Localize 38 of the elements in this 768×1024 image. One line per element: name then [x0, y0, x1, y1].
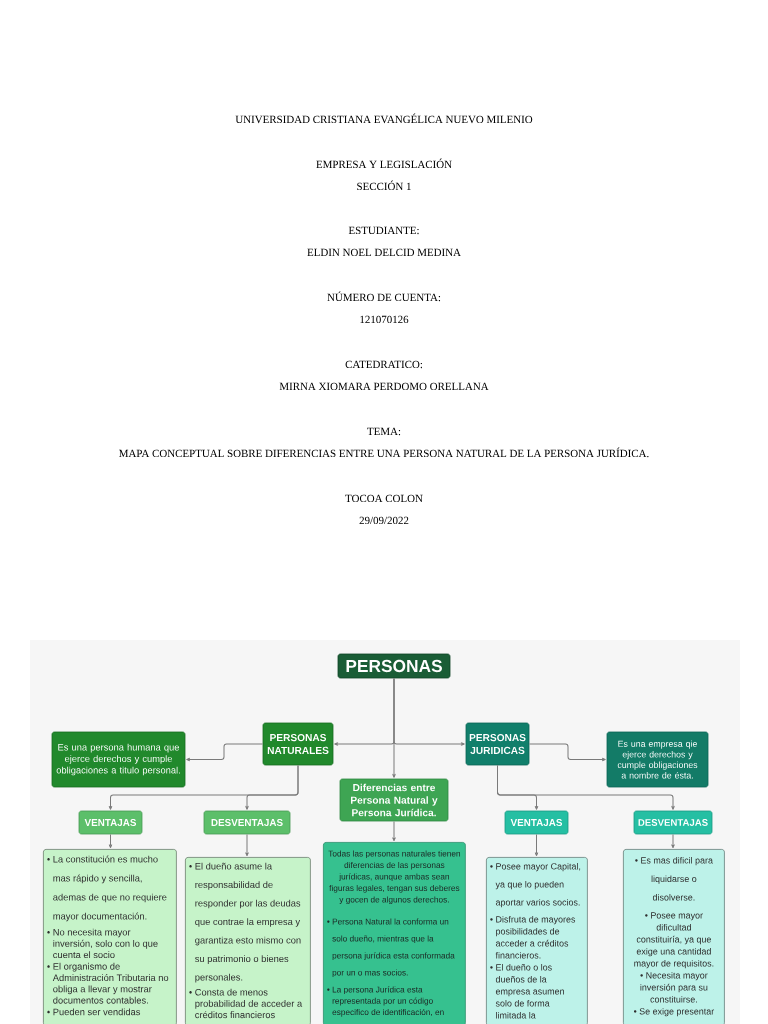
field-label: CATEDRATICO:: [345, 360, 422, 369]
field-label: NÚMERO DE CUENTA:: [327, 291, 441, 302]
course-name: EMPRESA Y LEGISLACIÓN: [316, 158, 452, 169]
teacher-name: MIRNA XIOMARA PERDOMO ORELLANA: [279, 382, 489, 391]
bullet-list-box: • Es mas dificil para liquidarse o disolverse. • Posee mayor dificultad constituiría, ya que exige una cantidad mayor de requisitos. • Necesita mayor inversión para su constituirse. • Se exige presentar: [623, 849, 725, 1024]
connector-arrow: [534, 833, 539, 857]
heading-box: DESVENTAJAS: [203, 810, 291, 835]
field-label: TEMA:: [367, 427, 401, 436]
definition-box: Es una empresa qie ejerce derechos y cumple obligaciones a nombre de ésta.: [606, 731, 709, 788]
text-panel: Todas las personas naturales tienen diferencias de las personas jurídicas, aunque ambas sean figuras legales, tengan sus deberes y gocen de algunos derechos. • Persona Natural la conforma un solo dueño, mientras que la persona jurídica esta conformada por un o mas socios. • La persona Jurídica esta representada por un código especifico de identificación, en: [323, 842, 466, 1024]
connector-arrow: [392, 820, 396, 842]
bullet-list-box: • Posee mayor Capital, ya que lo pueden aportar varios socios. • Disfruta de mayores posibilidades de acceder a créditos financieros. • El dueño o los dueños de la empresa asumen solo de forma limitada la: [486, 857, 588, 1024]
connector-arrow: [186, 743, 264, 762]
bullet-list-box: • La constitución es mucho mas rápido y sencilla, ademas de que no requiere mayor documentación. • No necesita mayor inversión, solo con lo que cuenta el socio • El organismo de Administración Tributaria no obliga a llevar y mostrar documentos contables. • Pueden ser vendidas: [43, 849, 177, 1024]
heading-box: VENTAJAS: [504, 810, 569, 835]
category-box: PERSONAS JURIDICAS: [465, 722, 530, 766]
section-text: SECCIÓN 1: [357, 180, 411, 191]
connector-arrow: [108, 833, 113, 849]
root-box: PERSONAS: [337, 653, 451, 679]
account-number: 121070126: [360, 315, 409, 324]
student-name: ELDIN NOEL DELCID MEDINA: [307, 248, 461, 257]
connector-arrow: [245, 764, 299, 810]
connector-arrow: [671, 833, 675, 849]
place-name: TOCOA COLON: [345, 494, 423, 503]
category-box: PERSONAS NATURALES: [262, 722, 334, 766]
connector-arrow: [392, 677, 396, 778]
definition-box: Es una persona humana que ejerce derechos y cumple obligaciones a titulo personal.: [51, 731, 186, 788]
connector-arrow: [497, 764, 675, 810]
field-label: ESTUDIANTE:: [348, 226, 419, 235]
bullet-list-box: • El dueño asume la responsabilidad de responder por las deudas que contrae la empresa y garantiza esto mismo con su patrimonio o bienes personales. • Consta de menos probabilidad de acceder a créditos financieros: [185, 857, 311, 1024]
topic-text: MAPA CONCEPTUAL SOBRE DIFERENCIAS ENTRE UNA PERSONA NATURAL DE LA PERSONA JURÍDICA.: [119, 447, 649, 458]
concept-box: Diferencias entre Persona Natural y Persona Jurídica.: [339, 778, 449, 822]
heading-box: VENTAJAS: [78, 810, 143, 835]
connector-arrow: [245, 833, 249, 857]
date-text: 29/09/2022: [359, 516, 409, 525]
connector-arrow: [528, 743, 606, 762]
heading-box: DESVENTAJAS: [633, 810, 713, 835]
university-name: UNIVERSIDAD CRISTIANA EVANGÉLICA NUEVO MILENIO: [235, 113, 533, 124]
